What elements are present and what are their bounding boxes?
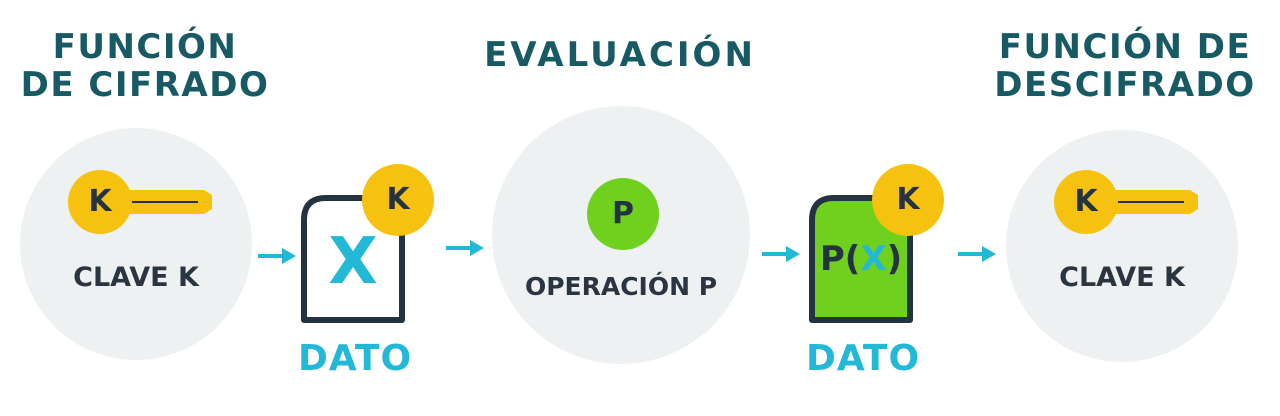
key-icon <box>68 170 212 234</box>
decrypt-caption: CLAVE K <box>1059 262 1185 293</box>
decrypt-title-line2: DESCIFRADO <box>994 65 1256 105</box>
output-key-badge: K <box>872 164 944 236</box>
arrow-right-icon <box>258 248 296 264</box>
output-variable: X <box>860 239 887 279</box>
input-data-content: X <box>328 225 378 299</box>
output-prefix: P( <box>819 239 861 279</box>
arrow-right-icon <box>446 240 484 256</box>
output-suffix: ) <box>886 239 903 279</box>
operation-p-icon: P <box>587 178 659 250</box>
arrow-right-icon <box>958 246 996 262</box>
output-data-label: DATO <box>805 338 921 379</box>
decrypt-title: FUNCIÓN DE DESCIFRADO <box>990 28 1260 104</box>
decrypt-stage-circle <box>1006 130 1238 362</box>
output-data-content: P(X) <box>808 236 914 282</box>
input-data-label: DATO <box>297 338 413 379</box>
encrypt-title-line2: DE CIFRADO <box>20 65 270 105</box>
input-key-badge: K <box>362 164 434 236</box>
evaluate-caption: OPERACIÓN P <box>524 272 718 301</box>
decrypt-key-letter: K <box>1074 184 1098 219</box>
encrypt-stage-circle <box>20 128 252 360</box>
key-icon <box>1054 170 1198 234</box>
decrypt-title-line1: FUNCIÓN DE <box>998 27 1252 67</box>
arrow-right-icon <box>762 246 800 262</box>
encrypt-caption: CLAVE K <box>73 262 199 293</box>
evaluate-title: EVALUACIÓN <box>484 35 756 75</box>
encrypt-key-letter: K <box>88 184 112 219</box>
encrypt-title: FUNCIÓN DE CIFRADO <box>10 28 280 104</box>
encrypt-title-line1: FUNCIÓN <box>52 27 238 67</box>
